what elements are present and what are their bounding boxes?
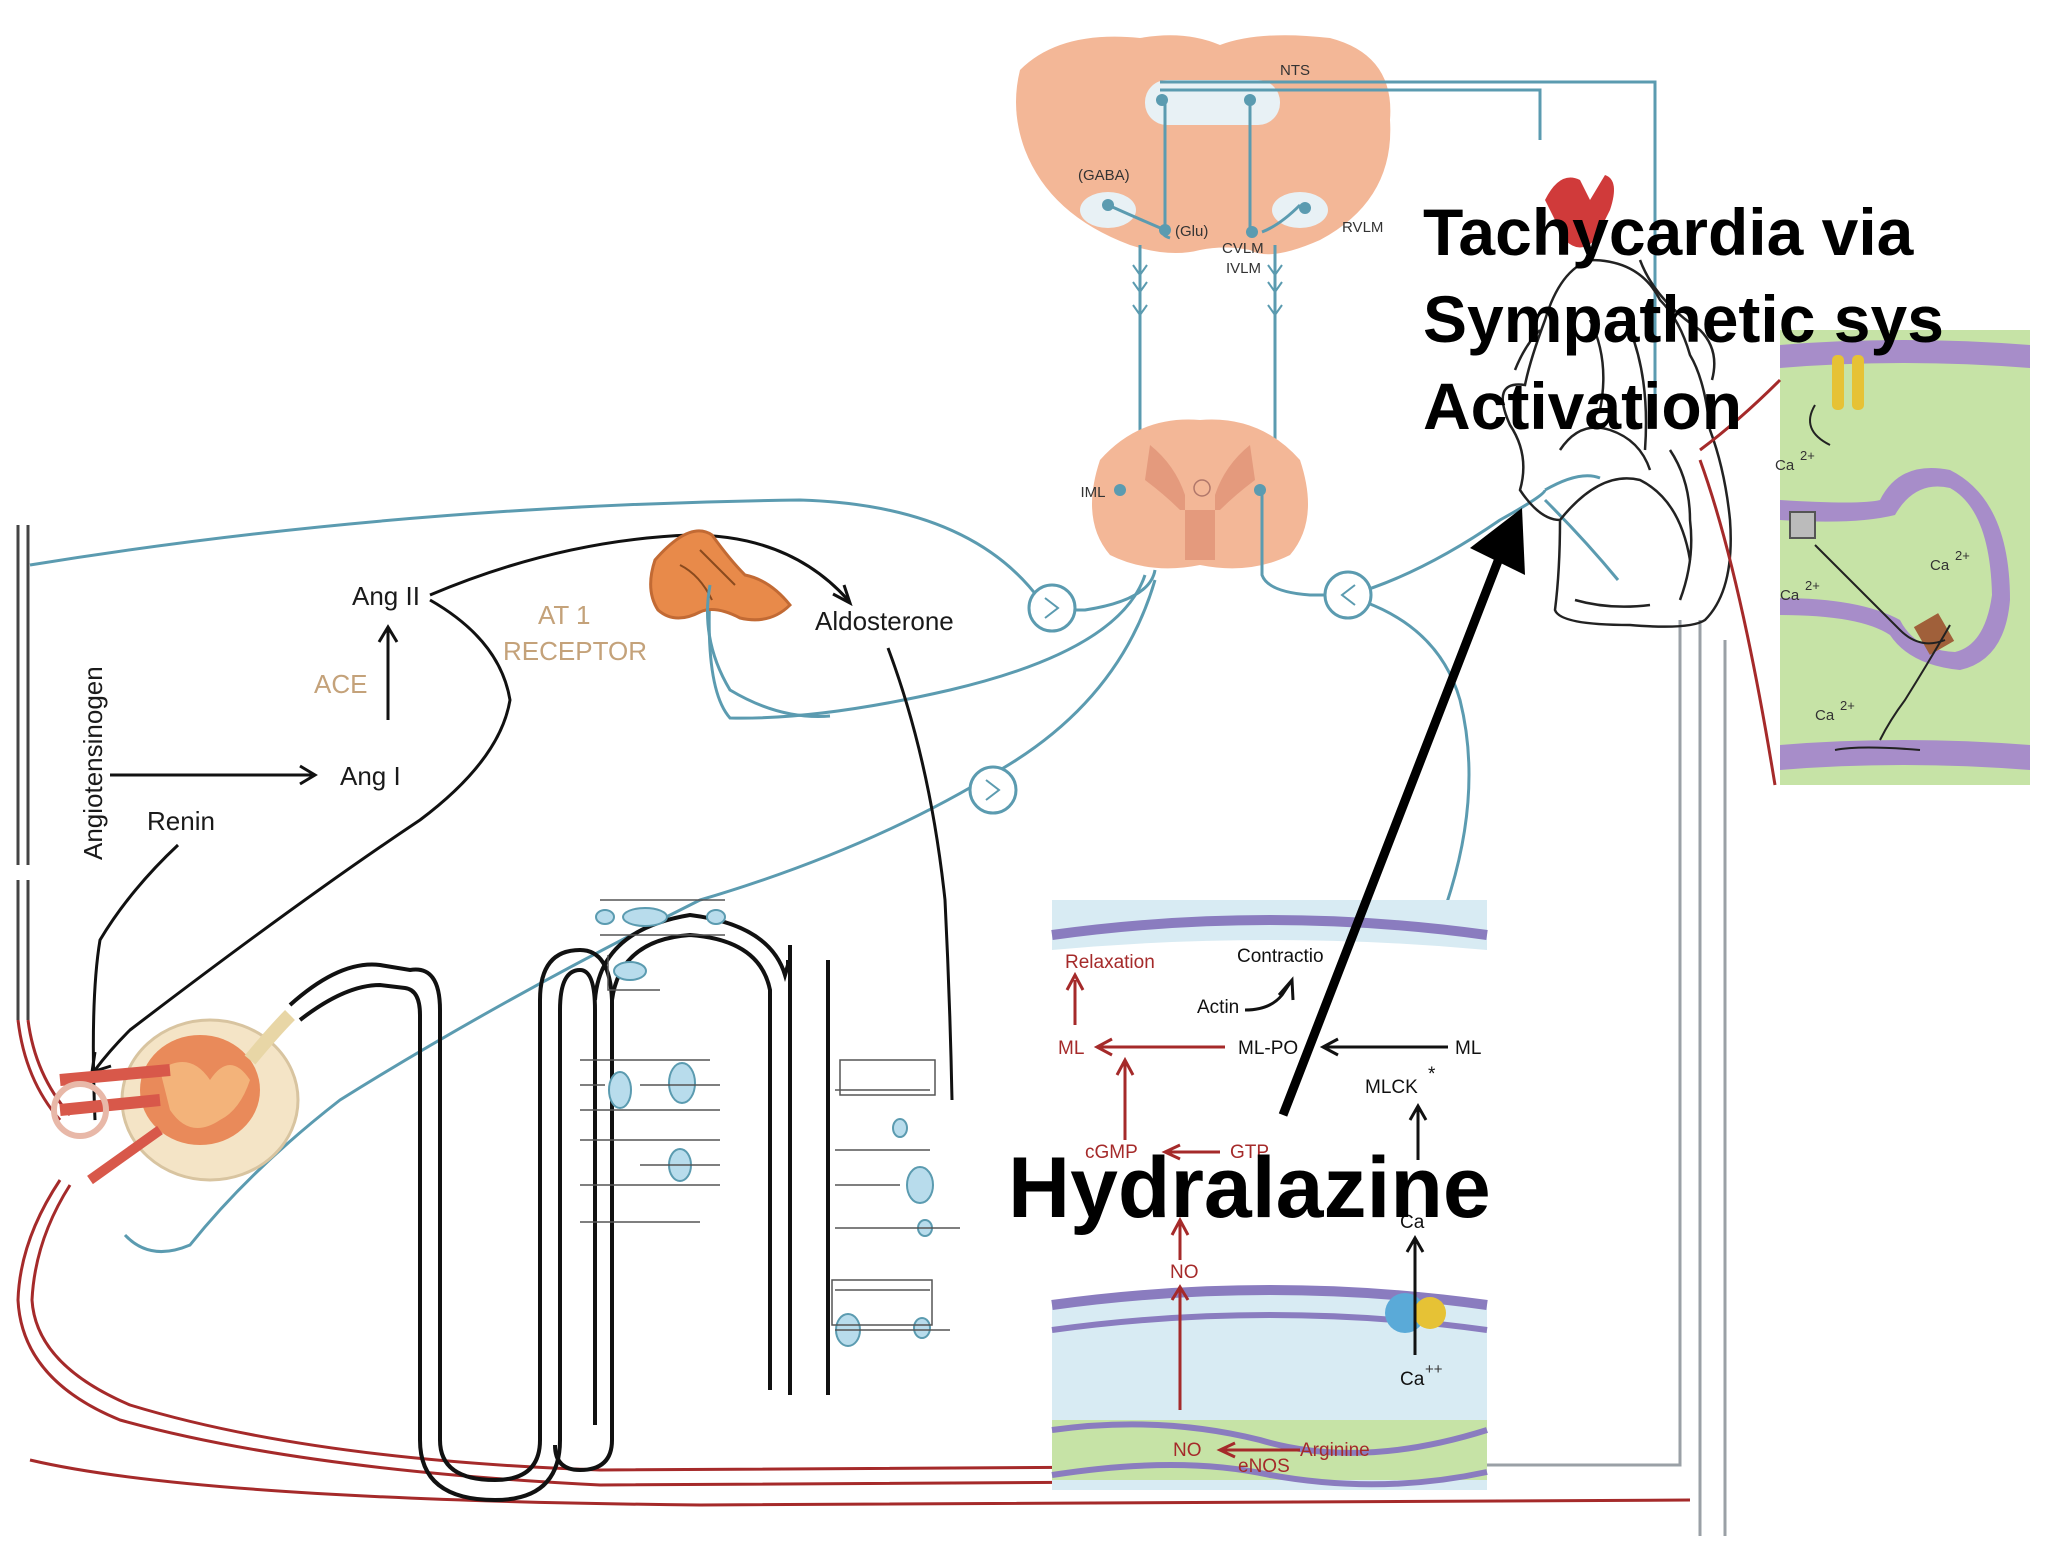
vessel-lines-left [16, 525, 30, 1020]
cardiac-inset: Ca 2+ Ca 2+ Ca 2+ Ca 2+ [1698, 330, 2030, 786]
tachycardia-line3: Activation [1423, 369, 1742, 443]
raas-pathway: Angiotensinogen Renin Ang I ACE Ang II A… [78, 529, 954, 1121]
gaba-label: (GABA) [1078, 167, 1130, 184]
adrenal-gland [649, 529, 793, 622]
adrenal-nerve [706, 584, 831, 718]
cgmp-label: cGMP [1085, 1142, 1138, 1163]
ganglia [968, 570, 1373, 815]
renal-vessels [16, 1019, 1691, 1507]
at1-label-line2: RECEPTOR [503, 636, 647, 666]
ivlm-label: IVLM [1226, 260, 1261, 277]
iml-label: IML [1080, 484, 1105, 501]
angiotensinogen-label: Angiotensinogen [78, 666, 108, 860]
spinal-cord-section: IML [1080, 419, 1308, 569]
gtp-label: GTP [1230, 1142, 1269, 1163]
hydralazine-arrow [1278, 508, 1525, 1117]
inset-ca-3: Ca [1780, 587, 1800, 604]
mlck-star: * [1428, 1064, 1436, 1085]
actin-label: Actin [1197, 997, 1239, 1018]
medulla-synapses [1102, 94, 1311, 238]
aorta-red [1545, 175, 1614, 248]
medulla-shape [1016, 35, 1391, 255]
inset-ca-2: Ca [1930, 557, 1950, 574]
renin-label: Renin [147, 806, 215, 836]
ca-lower-label: Ca [1400, 1369, 1425, 1390]
ganglion-synapse-marks [985, 584, 1356, 801]
aldosterone-label: Aldosterone [815, 606, 954, 636]
hydralazine-label: Hydralazine [1008, 1140, 1491, 1236]
ml-right-label: ML [1455, 1038, 1481, 1059]
contraction-label: Contractio [1237, 946, 1324, 967]
spinal-grey-matter [1145, 445, 1255, 560]
ml-po-label: ML-PO [1238, 1038, 1298, 1059]
inset-ca-4-sup: 2+ [1840, 698, 1855, 713]
relaxation-label: Relaxation [1065, 952, 1155, 973]
nts-label: NTS [1280, 62, 1310, 79]
mlck-label: MLCK [1365, 1077, 1418, 1098]
nephron-section [16, 525, 1727, 1536]
inset-ca-1-sup: 2+ [1800, 448, 1815, 463]
glomerulus [51, 1010, 300, 1185]
ca-channel-yellow [1414, 1297, 1446, 1329]
ml-left-label: ML [1058, 1038, 1084, 1059]
inset-ca-2-sup: 2+ [1955, 548, 1970, 563]
ang2-label: Ang II [352, 581, 420, 611]
arginine-label: Arginine [1300, 1440, 1370, 1461]
at1-label-line1: AT 1 [538, 600, 591, 630]
renal-tubule [288, 912, 830, 1503]
inset-ca-3-sup: 2+ [1805, 578, 1820, 593]
ca-lower-sup: ++ [1425, 1361, 1443, 1378]
return-vessels [1480, 620, 1727, 1536]
ang1-label: Ang I [340, 761, 401, 791]
inset-ca-1: Ca [1775, 457, 1795, 474]
tachycardia-line1: Tachycardia via [1423, 195, 1915, 269]
inset-pointer-lower [1698, 459, 1777, 786]
sympathetic-nerves [29, 474, 1620, 1253]
adrenal-texture [679, 549, 736, 601]
rvlm-label: RVLM [1342, 219, 1383, 236]
ace-label: ACE [314, 669, 367, 699]
descending-arrows [1132, 264, 1283, 317]
no-mid-label: NO [1170, 1262, 1199, 1283]
cvlm-label: CVLM [1222, 240, 1264, 257]
iml-right-synapse [1254, 484, 1266, 496]
inset-ca-4: Ca [1815, 707, 1835, 724]
sm-red-arrows [1065, 971, 1300, 1459]
tachycardia-line2: Sympathetic sys [1423, 282, 1944, 356]
medulla-section: NTS (GABA) (Glu) CVLM IVLM RVLM [1016, 35, 1657, 470]
heart-illustration [1501, 175, 1732, 628]
iml-left-synapse [1114, 484, 1126, 496]
central-canal [1193, 479, 1211, 497]
sm-black-arrows [1244, 976, 1448, 1355]
inset-pointer-upper [1699, 378, 1782, 452]
ca-upper-label: Ca [1400, 1212, 1425, 1233]
enos-label: eNOS [1238, 1456, 1290, 1477]
tubule-transport-lines [580, 899, 960, 1331]
smooth-muscle-panel: Relaxation Contractio Actin ML ML-PO ML … [1051, 900, 1488, 1490]
no-bottom-label: NO [1173, 1440, 1202, 1461]
glu-label: (Glu) [1175, 223, 1208, 240]
